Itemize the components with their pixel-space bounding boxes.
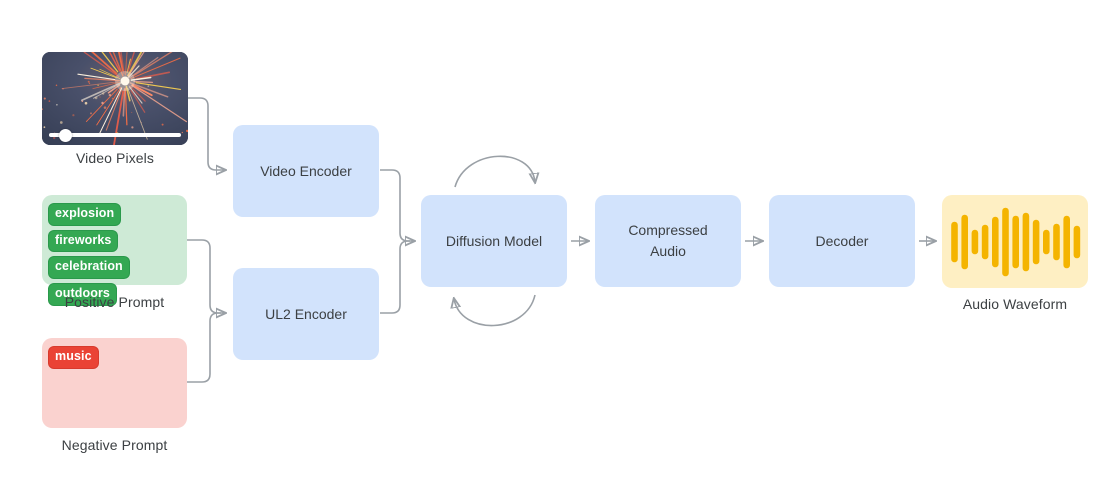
prompt-tag: fireworks [48,229,119,253]
connector-ul2-encoder-to-diffusion [380,240,410,314]
prompt-tag: explosion [48,203,122,226]
diffusion-model-node: Diffusion Model [421,195,567,287]
diffusion-loop-arc-top [454,155,535,188]
prompt-tag: outdoors [48,282,117,306]
audio-waveform-caption: Audio Waveform [962,296,1068,312]
video-pixels-caption: Video Pixels [76,150,154,166]
compressed-audio-node: Compressed Audio [595,195,741,287]
audio-waveform-icon [951,207,1081,276]
positive-prompt-box: explosion fireworks celebration outdoors [42,195,187,306]
negative-prompt-tags: music [48,345,187,372]
negative-prompt-box: music [42,338,187,428]
video-thumbnail [42,52,188,145]
connector-video-encoder-to-diffusion [380,169,414,241]
decoder-label: Decoder [815,232,869,249]
audio-waveform-box [942,195,1088,288]
video-progress-handle [59,129,73,142]
video-encoder-node: Video Encoder [233,125,379,217]
connector-positive-prompt-to-ul2 [187,239,225,313]
diffusion-loop-arc-bottom [454,294,536,327]
ul2-encoder-node: UL2 Encoder [233,268,379,360]
connector-video-to-video-encoder [187,97,225,170]
decoder-node: Decoder [769,195,915,287]
positive-prompt-tags: explosion fireworks celebration outdoors [48,202,187,309]
video-progress-bar [49,133,181,137]
compressed-audio-label: Compressed Audio [628,222,708,259]
diffusion-model-label: Diffusion Model [445,232,543,249]
connector-negative-prompt-to-ul2 [187,312,221,383]
prompt-tag: celebration [48,256,130,279]
ul2-encoder-label: UL2 Encoder [265,305,347,322]
negative-prompt-caption: Negative Prompt [61,437,168,453]
video-encoder-label: Video Encoder [260,162,352,179]
positive-prompt-caption: Positive Prompt [64,294,165,310]
prompt-tag: music [48,346,99,369]
